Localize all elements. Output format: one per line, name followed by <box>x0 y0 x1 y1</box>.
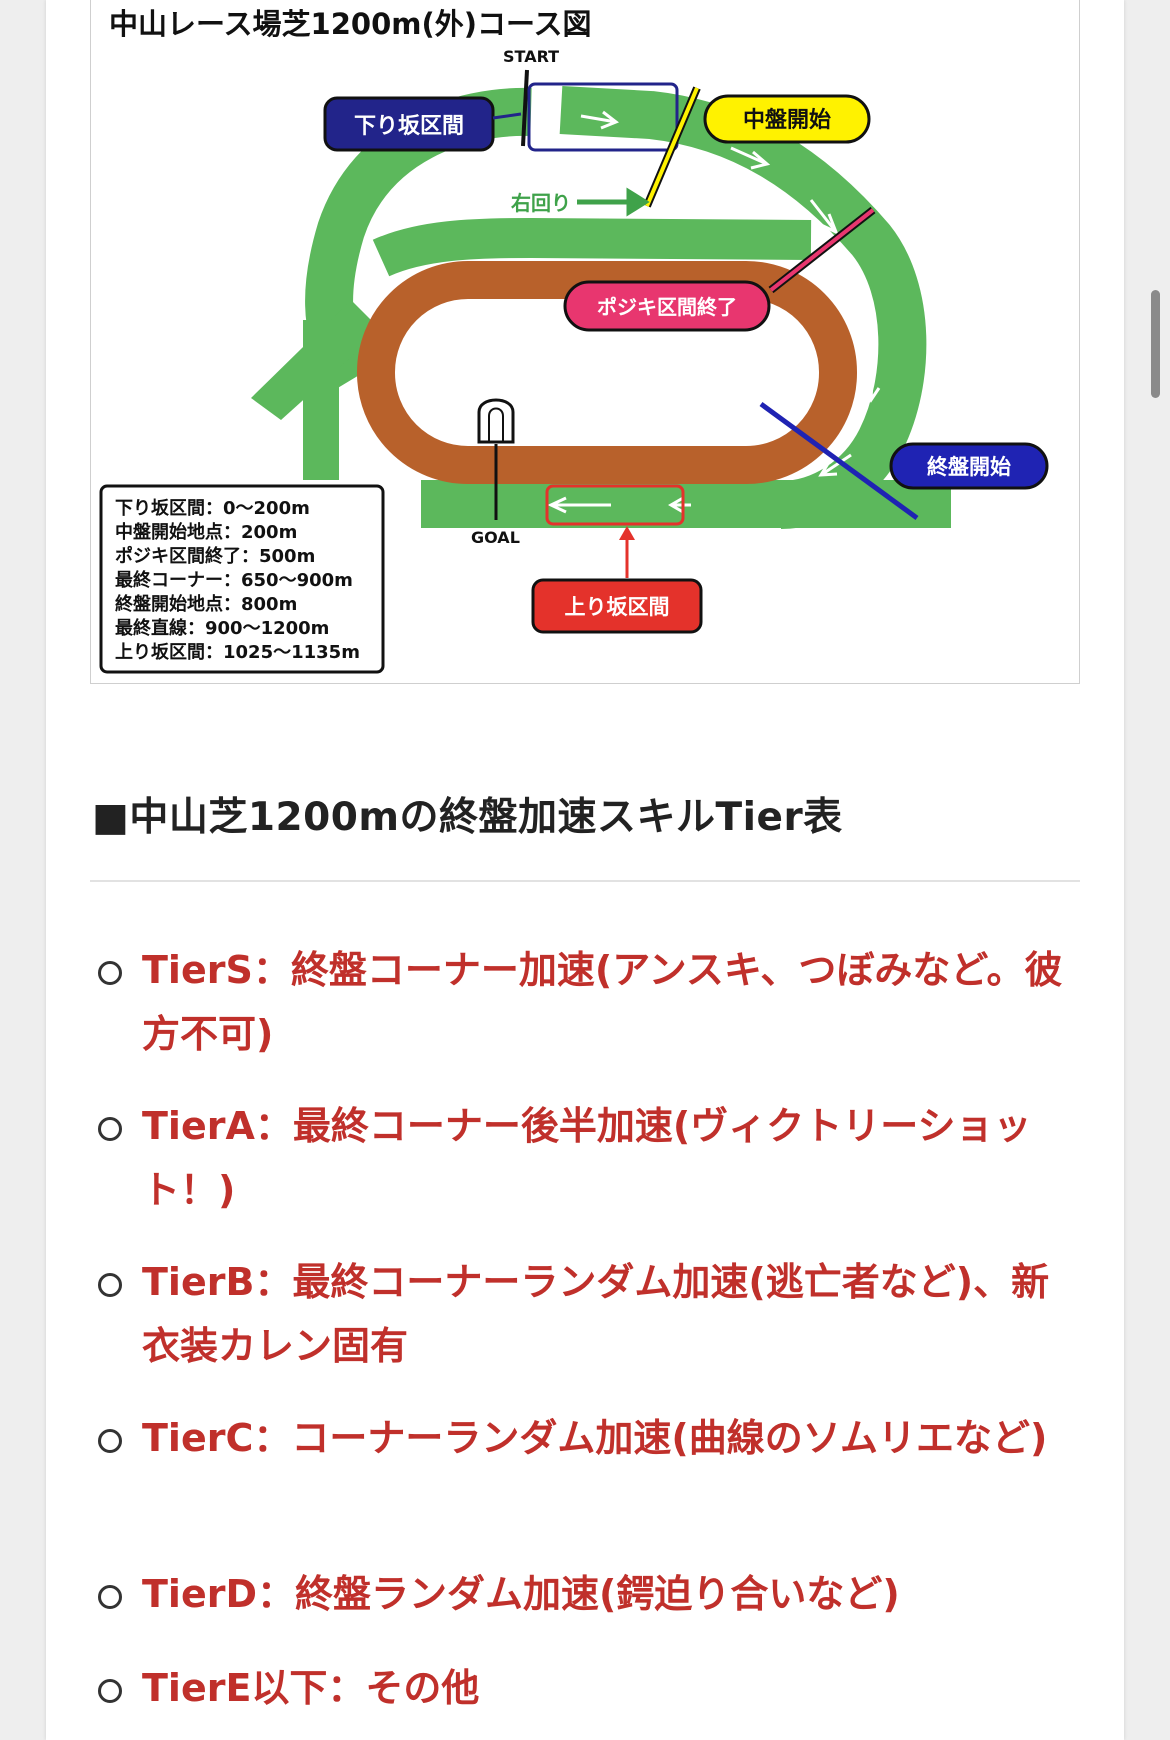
list-item: TierS：終盤コーナー加速(アンスキ、つぼみなど。彼方不可) <box>92 938 1082 1066</box>
downhill-section-box <box>527 82 679 152</box>
legend-line: 中盤開始地点：200m <box>115 521 297 543</box>
uphill-arrow-icon <box>619 526 635 540</box>
endgame-callout-label: 終盤開始 <box>927 455 1011 479</box>
circle-bullet-icon <box>98 1273 122 1297</box>
list-item: TierE以下：その他 <box>92 1656 1082 1720</box>
turf-inner-straight <box>372 217 812 277</box>
list-item: TierD：終盤ランダム加速(鍔迫り合いなど) <box>92 1562 1082 1626</box>
course-map: 中山レース場芝1200m(外)コース図 GOAL <box>91 0 1079 683</box>
direction-arrow-icon <box>577 187 650 217</box>
legend-line: 下り坂区間：0〜200m <box>115 498 310 519</box>
course-map-title: 中山レース場芝1200m(外)コース図 <box>109 7 592 41</box>
dirt-oval <box>357 261 857 484</box>
downhill-callout-label: 下り坂区間 <box>354 114 464 139</box>
start-line <box>521 69 529 147</box>
tier-text: TierS：終盤コーナー加速(アンスキ、つぼみなど。彼方不可) <box>142 948 1063 1056</box>
downhill-callout <box>323 96 495 152</box>
tier-text: TierE以下：その他 <box>142 1666 480 1710</box>
midgame-callout-label: 中盤開始 <box>743 107 831 133</box>
tier-text: TierA：最終コーナー後半加速(ヴィクトリーショット！) <box>142 1104 1032 1212</box>
section-divider <box>90 880 1080 882</box>
uphill-section-box <box>545 484 685 526</box>
course-legend <box>99 484 385 674</box>
positioning-end-marker <box>769 208 875 292</box>
endgame-marker <box>759 401 919 521</box>
legend-line: 最終直線：900〜1200m <box>115 617 329 639</box>
positioning-end-callout-label: ポジキ区間終了 <box>597 295 737 319</box>
section-heading: ■中山芝1200mの終盤加速スキルTier表 <box>92 795 843 841</box>
goal-label: GOAL <box>471 528 520 547</box>
tier-text: TierD：終盤ランダム加速(鍔迫り合いなど) <box>142 1572 900 1616</box>
direction-label: 右回り <box>511 191 571 215</box>
list-item: TierB：最終コーナーランダム加速(逃亡者など)、新衣装カレン固有 <box>92 1250 1082 1378</box>
track-direction-arrows <box>547 110 881 514</box>
gate-icon <box>477 398 515 444</box>
circle-bullet-icon <box>98 961 122 985</box>
tier-list: TierS：終盤コーナー加速(アンスキ、つぼみなど。彼方不可) TierA：最終… <box>92 938 1082 1720</box>
positioning-end-callout <box>563 280 771 332</box>
circle-bullet-icon <box>98 1429 122 1453</box>
course-map-figure: 中山レース場芝1200m(外)コース図 GOAL <box>90 0 1080 684</box>
circle-bullet-icon <box>98 1679 122 1703</box>
midgame-callout <box>703 94 871 144</box>
legend-line: 終盤開始地点：800m <box>115 593 297 615</box>
start-label: START <box>503 47 559 66</box>
uphill-callout <box>531 578 703 634</box>
scrollbar-thumb[interactable] <box>1151 290 1160 398</box>
legend-line: 上り坂区間：1025〜1135m <box>115 642 360 663</box>
tier-text: TierC：コーナーランダム加速(曲線のソムリエなど) <box>142 1416 1048 1460</box>
circle-bullet-icon <box>98 1117 122 1141</box>
tier-text: TierB：最終コーナーランダム加速(逃亡者など)、新衣装カレン固有 <box>142 1260 1050 1368</box>
legend-line: ポジキ区間終了：500m <box>115 545 315 567</box>
midgame-marker <box>645 87 699 207</box>
course-legend-lines: 下り坂区間：0〜200m 中盤開始地点：200m ポジキ区間終了：500m 最終… <box>115 498 360 663</box>
list-item: TierC：コーナーランダム加速(曲線のソムリエなど) <box>92 1406 1082 1534</box>
legend-line: 最終コーナー：650〜900m <box>115 569 353 591</box>
list-item: TierA：最終コーナー後半加速(ヴィクトリーショット！) <box>92 1094 1082 1222</box>
turf-chute <box>303 320 339 480</box>
endgame-callout <box>889 442 1049 490</box>
circle-bullet-icon <box>98 1585 122 1609</box>
uphill-callout-label: 上り坂区間 <box>565 595 670 619</box>
